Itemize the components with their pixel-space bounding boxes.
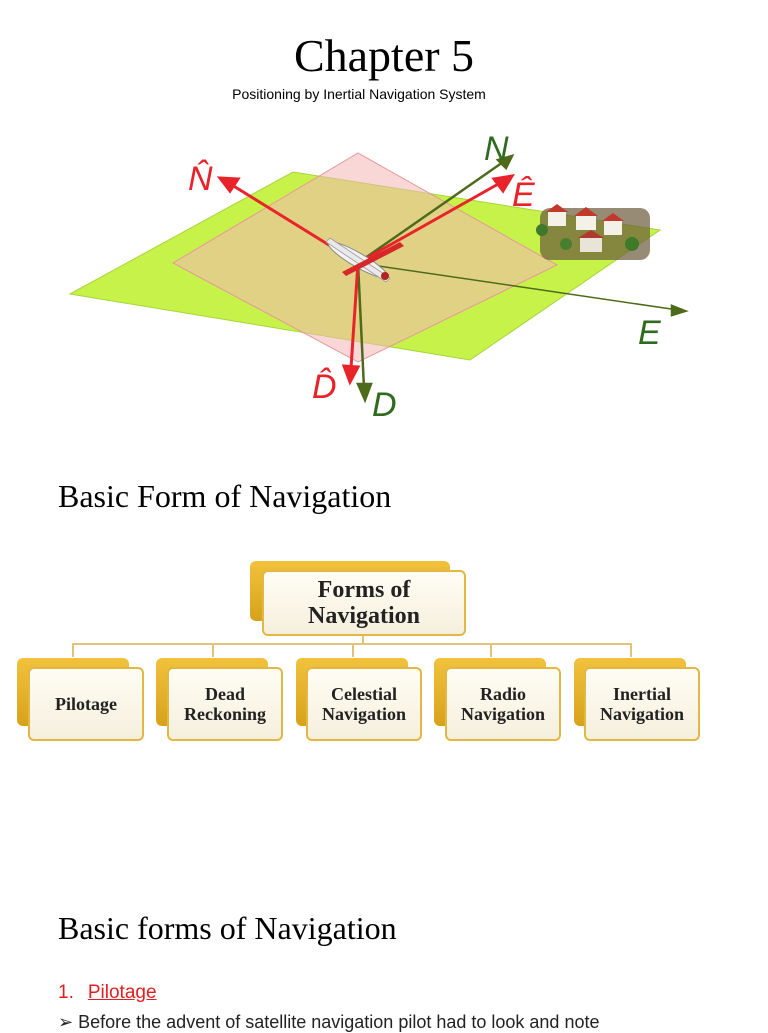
child-node-celestial-navigation: Celestial Navigation [306,667,422,741]
connector-root [362,635,364,645]
chapter-title: Chapter 5 [293,30,475,81]
root-node: Forms of Navigation [262,570,466,636]
child-node-label-line-2: Navigation [321,704,406,724]
root-node-line-1: Forms of [317,577,411,603]
label-e-hat: Ê [512,176,535,214]
child-node-label-line-1: Dead [205,684,245,704]
list-item-pilotage: 1. Pilotage [58,982,157,1004]
child-node-label-line-2: Navigation [599,704,684,724]
connector-2 [212,643,214,657]
label-d: D [372,386,397,424]
label-n-hat: N̂ [188,159,213,198]
ned-frame-figure: N̂ Ê D̂ N E D [68,130,689,424]
airplane-icon [325,237,404,283]
child-node-radio-navigation: Radio Navigation [445,667,561,741]
child-node-label-line-2: Navigation [460,704,545,724]
root-node-line-2: Navigation [307,603,420,629]
label-n: N [484,130,509,168]
arrow-bullet-icon: ➢ [58,1012,74,1032]
child-node-inertial-navigation: Inertial Navigation [584,667,700,741]
child-node-label-line-1: Celestial [331,684,397,704]
village-icon [536,204,650,260]
child-node-label-line-2: Reckoning [183,704,266,724]
chapter-subtitle: Positioning by Inertial Navigation Syste… [232,86,486,102]
bullet-line: ➢ Before the advent of satellite navigat… [58,1012,599,1033]
forms-of-navigation-diagram: Forms of Navigation Pilotage Dead Reckon… [0,555,768,755]
child-node-label: Pilotage [55,694,117,714]
child-node-dead-reckoning: Dead Reckoning [167,667,283,741]
section-heading-2: Basic forms of Navigation [58,910,397,946]
connector-4 [490,643,492,657]
connector-3 [352,643,354,657]
section-heading-1: Basic Form of Navigation [58,478,392,514]
connector-5 [630,643,632,657]
list-item-link[interactable]: Pilotage [87,982,157,1003]
connector-1 [72,643,74,657]
child-node-pilotage: Pilotage [28,667,144,741]
bullet-text: Before the advent of satellite navigatio… [78,1012,600,1032]
list-item-number: 1. [58,982,74,1003]
child-node-label-line-1: Inertial [613,684,671,704]
child-node-label-line-1: Radio [479,684,526,704]
label-d-hat: D̂ [312,367,337,406]
label-e: E [638,314,661,352]
